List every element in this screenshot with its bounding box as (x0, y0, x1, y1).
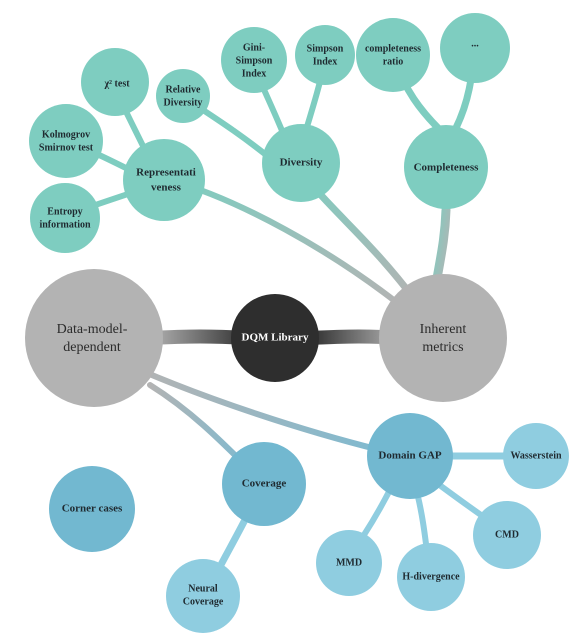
node-mmd (316, 530, 382, 596)
label-wasserstein: Wasserstein (510, 450, 562, 461)
nodes (25, 13, 569, 633)
node-dqm-library (231, 294, 319, 382)
label-entropy-line2: information (39, 219, 91, 230)
node-gini-simpson (221, 27, 287, 93)
label-compratio-line2: ratio (383, 56, 404, 67)
label-gini-line2: Simpson (236, 55, 273, 66)
label-dqm-library: DQM Library (242, 332, 309, 344)
node-diversity (262, 124, 340, 202)
label-diversity: Diversity (280, 157, 323, 169)
node-representativeness (123, 139, 205, 221)
node-domain-gap (367, 413, 453, 499)
label-simpson-line1: Simpson (307, 43, 344, 54)
node-kolmogorov (29, 104, 103, 178)
node-cmd (473, 501, 541, 569)
node-corner-cases (49, 466, 135, 552)
label-kolmogorov-line1: Kolmogrov (42, 129, 90, 140)
node-data-model-dependent (25, 269, 163, 407)
label-gini-line1: Gini- (243, 42, 265, 53)
label-chi2: χ² test (103, 78, 130, 89)
label-entropy-line1: Entropy (47, 206, 82, 217)
node-relative-diversity (156, 69, 210, 123)
link-datamodel-domaingap (137, 367, 383, 453)
label-mmd: MMD (336, 557, 362, 568)
label-kolmogorov-line2: Smirnov test (39, 142, 94, 153)
label-rep-line2: veness (151, 182, 182, 194)
node-wasserstein (503, 423, 569, 489)
label-relative-line2: Diversity (164, 97, 203, 108)
node-simpson-index (295, 25, 355, 85)
label-domain-gap: Domain GAP (378, 450, 442, 462)
node-coverage (222, 442, 306, 526)
label-ellipsis: ... (471, 38, 479, 49)
label-neural-line1: Neural (188, 583, 218, 594)
label-h-divergence: H-divergence (402, 571, 460, 582)
label-completeness: Completeness (414, 162, 479, 174)
node-inherent-metrics (379, 274, 507, 402)
label-relative-line1: Relative (166, 84, 202, 95)
label-corner-cases: Corner cases (62, 503, 123, 515)
label-inherent-line1: Inherent (420, 322, 467, 337)
label-inherent-line2: metrics (422, 340, 463, 355)
label-datamodel-line2: dependent (63, 340, 121, 355)
label-rep-line1: Representati (136, 167, 196, 179)
node-h-divergence (397, 543, 465, 611)
node-neural-coverage (166, 559, 240, 633)
node-completeness (404, 125, 488, 209)
node-chi2-test (81, 48, 149, 116)
label-neural-line2: Coverage (183, 596, 224, 607)
label-simpson-line2: Index (313, 56, 337, 67)
label-datamodel-line1: Data-model- (57, 322, 128, 337)
node-entropy (30, 183, 100, 253)
node-ellipsis (440, 13, 510, 83)
labels: DQM Library Inherent metrics Data-model-… (39, 38, 562, 607)
label-gini-line3: Index (242, 68, 266, 79)
node-completeness-ratio (356, 18, 430, 92)
label-coverage: Coverage (242, 478, 287, 490)
label-compratio-line1: completeness (365, 43, 421, 54)
label-cmd: CMD (495, 529, 519, 540)
